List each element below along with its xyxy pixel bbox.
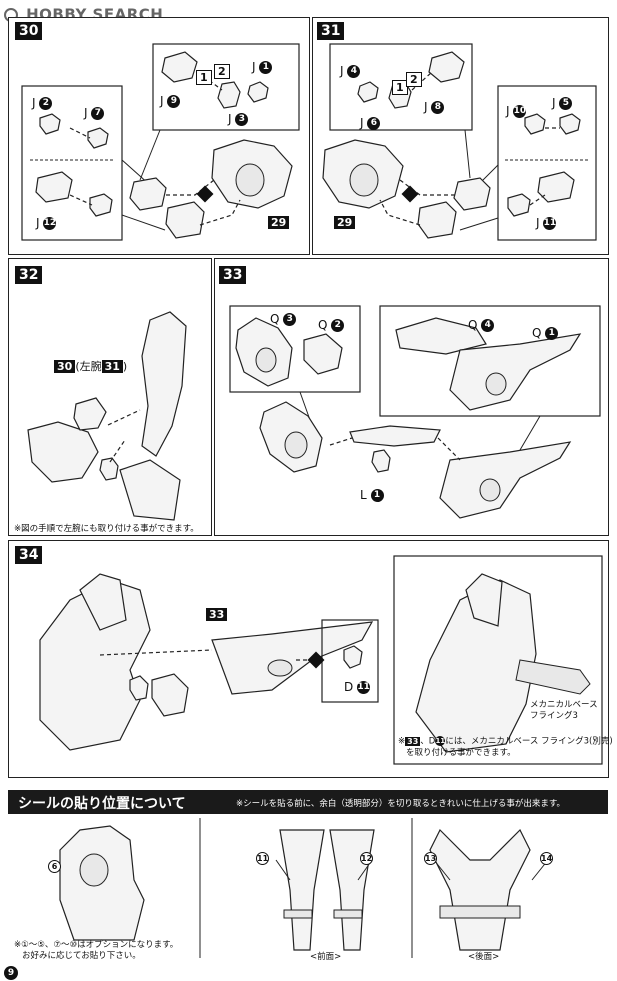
seal-13: 13	[424, 852, 437, 865]
step-34-ref-33: 33	[206, 608, 228, 621]
part-j3: J 3	[228, 112, 249, 126]
step-33-number: 33	[219, 266, 247, 284]
seal-note: ※①〜⑤、⑦〜⑩はオプションになります。 お好みに応じてお貼り下さい。	[14, 940, 179, 961]
part-q1: Q 1	[532, 326, 559, 340]
substep-2b: 2	[406, 72, 422, 87]
part-j10: J 10	[506, 104, 527, 118]
step-31-panel	[312, 17, 609, 255]
step-34-note: ※33、D11には、メカニカルベース フライング3(別売) を取り付ける事ができ…	[398, 736, 613, 758]
part-j2: J 2	[32, 96, 53, 110]
part-q2: Q 2	[318, 318, 345, 332]
part-j5: J 5	[552, 96, 573, 110]
part-j7: J 7	[84, 106, 105, 120]
seal-12: 12	[360, 852, 373, 865]
seal-6: 6	[48, 856, 61, 875]
part-d11: D 11	[344, 680, 371, 694]
part-j4: J 4	[340, 64, 361, 78]
ref-29-right: 29	[334, 216, 356, 229]
part-j8: J 8	[424, 100, 445, 114]
part-q3: Q 3	[270, 312, 297, 326]
part-j1: J 1	[252, 60, 273, 74]
step-31-number: 31	[317, 22, 345, 40]
part-q4: Q 4	[468, 318, 495, 332]
ref-29-left: 29	[268, 216, 290, 229]
step-30-number: 30	[15, 22, 43, 40]
substep-1b: 1	[392, 80, 408, 95]
part-j12: J 12	[36, 216, 57, 230]
seal-14: 14	[540, 852, 553, 865]
step-33-panel	[214, 258, 609, 536]
front-view-label: <前面>	[310, 952, 342, 962]
page-number: 9	[4, 962, 18, 981]
step-32-number: 32	[15, 266, 43, 284]
step-30-panel	[8, 17, 310, 255]
step-34-number: 34	[15, 546, 43, 564]
seal-subtitle: ※シールを貼る前に、余白（透明部分）を切り取るときれいに仕上げる事が出来ます。	[236, 799, 566, 809]
substep-1: 1	[196, 70, 212, 85]
substep-2: 2	[214, 64, 230, 79]
seal-header-bar	[8, 790, 608, 814]
part-j9: J 9	[160, 94, 181, 108]
back-view-label: <後面>	[468, 952, 500, 962]
seal-11: 11	[256, 852, 269, 865]
part-l1: L 1	[360, 488, 384, 502]
mechanical-base-label: メカニカルベース フライング3	[530, 700, 598, 721]
step-32-note: ※図の手順で左腕にも取り付ける事ができます。	[14, 524, 199, 534]
part-j11: J 11	[536, 216, 557, 230]
part-j6: J 6	[360, 116, 381, 130]
seal-title: シールの貼り位置について	[18, 796, 186, 812]
